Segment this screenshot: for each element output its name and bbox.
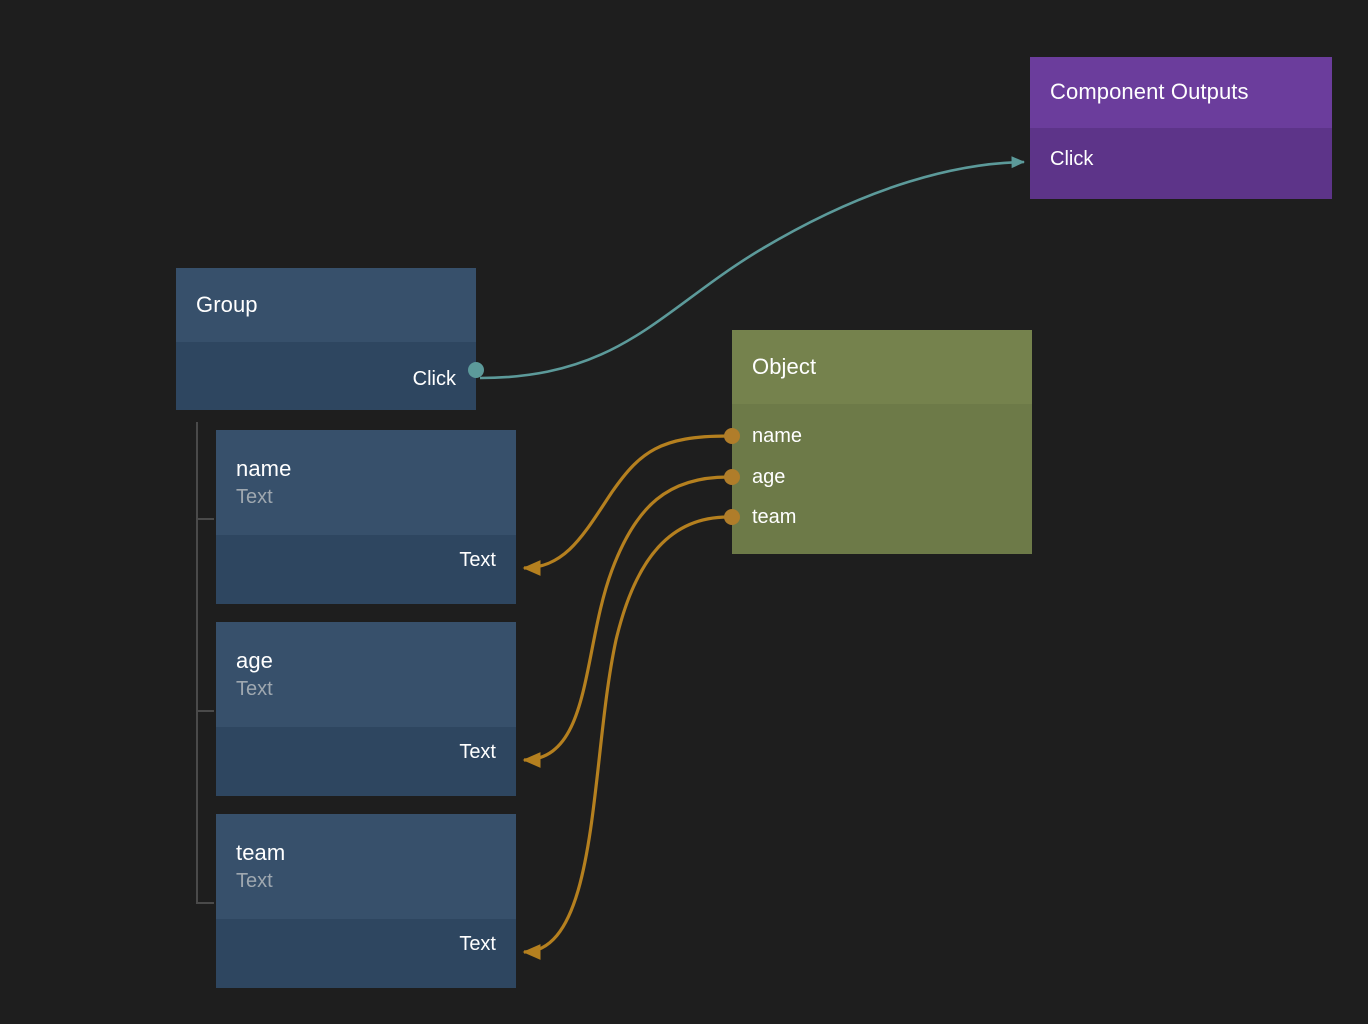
node-component-outputs-body[interactable]: Click	[1030, 128, 1332, 199]
node-child-name-body[interactable]: Text	[216, 535, 516, 604]
port-row-component-outputs-click[interactable]: Click	[1050, 146, 1093, 172]
node-child-team[interactable]: team Text Text	[216, 814, 516, 988]
group-tree-bracket-tick-name	[196, 518, 214, 520]
node-component-outputs[interactable]: Component Outputs Click	[1030, 57, 1332, 199]
node-object[interactable]: Object name age team	[724, 330, 1032, 554]
port-label-object-team: team	[752, 505, 797, 528]
node-child-name-subtitle: Text	[236, 485, 273, 508]
port-label-group-click: Click	[412, 367, 456, 390]
edge-object-age-to-age-text	[522, 475, 729, 768]
node-child-age-title: age	[236, 648, 274, 674]
port-row-child-team-text[interactable]: Text	[459, 931, 496, 957]
port-dot-object-age[interactable]	[724, 469, 740, 485]
node-component-outputs-header[interactable]: Component Outputs	[1030, 57, 1332, 128]
node-child-age-body[interactable]: Text	[216, 727, 516, 796]
node-child-team-body[interactable]: Text	[216, 919, 516, 988]
group-tree-bracket-vertical	[196, 422, 198, 904]
node-component-outputs-title: Component Outputs	[1050, 79, 1249, 105]
node-child-age-header[interactable]: age Text	[216, 622, 516, 727]
node-group-body[interactable]: Click	[176, 342, 476, 410]
node-child-age-subtitle: Text	[236, 677, 273, 700]
node-group[interactable]: Group Click	[176, 268, 484, 410]
node-object-header[interactable]: Object	[732, 330, 1032, 404]
port-dot-group-click[interactable]	[468, 362, 484, 378]
group-tree-bracket-tick-age	[196, 710, 214, 712]
port-label-object-age: age	[752, 465, 786, 488]
port-row-object-team[interactable]: team	[752, 504, 796, 530]
port-row-group-click[interactable]: Click	[413, 366, 456, 392]
port-row-child-name-text[interactable]: Text	[459, 547, 496, 573]
node-group-title: Group	[196, 291, 258, 317]
node-group-header[interactable]: Group	[176, 268, 476, 342]
node-child-name[interactable]: name Text Text	[216, 430, 516, 604]
port-row-object-name[interactable]: name	[752, 423, 802, 449]
port-dot-object-team[interactable]	[724, 509, 740, 525]
port-label-child-age-text: Text	[459, 740, 496, 763]
node-object-body[interactable]: name age team	[732, 404, 1032, 554]
node-child-age[interactable]: age Text Text	[216, 622, 516, 796]
port-dot-object-name[interactable]	[724, 428, 740, 444]
group-tree-bracket-tick-team	[196, 902, 214, 904]
node-child-name-header[interactable]: name Text	[216, 430, 516, 535]
port-row-child-age-text[interactable]: Text	[459, 739, 496, 765]
node-child-name-title: name	[236, 456, 292, 482]
port-row-object-age[interactable]: age	[752, 464, 785, 490]
node-child-team-subtitle: Text	[236, 869, 273, 892]
edge-object-name-to-name-text	[522, 434, 729, 576]
port-label-component-outputs-click: Click	[1050, 147, 1094, 170]
port-label-object-name: name	[752, 424, 803, 447]
node-object-title: Object	[752, 353, 817, 379]
port-label-child-name-text: Text	[459, 548, 496, 571]
edge-object-team-to-team-text	[522, 515, 729, 960]
node-child-team-header[interactable]: team Text	[216, 814, 516, 919]
port-label-child-team-text: Text	[459, 932, 496, 955]
node-child-team-title: team	[236, 840, 286, 866]
